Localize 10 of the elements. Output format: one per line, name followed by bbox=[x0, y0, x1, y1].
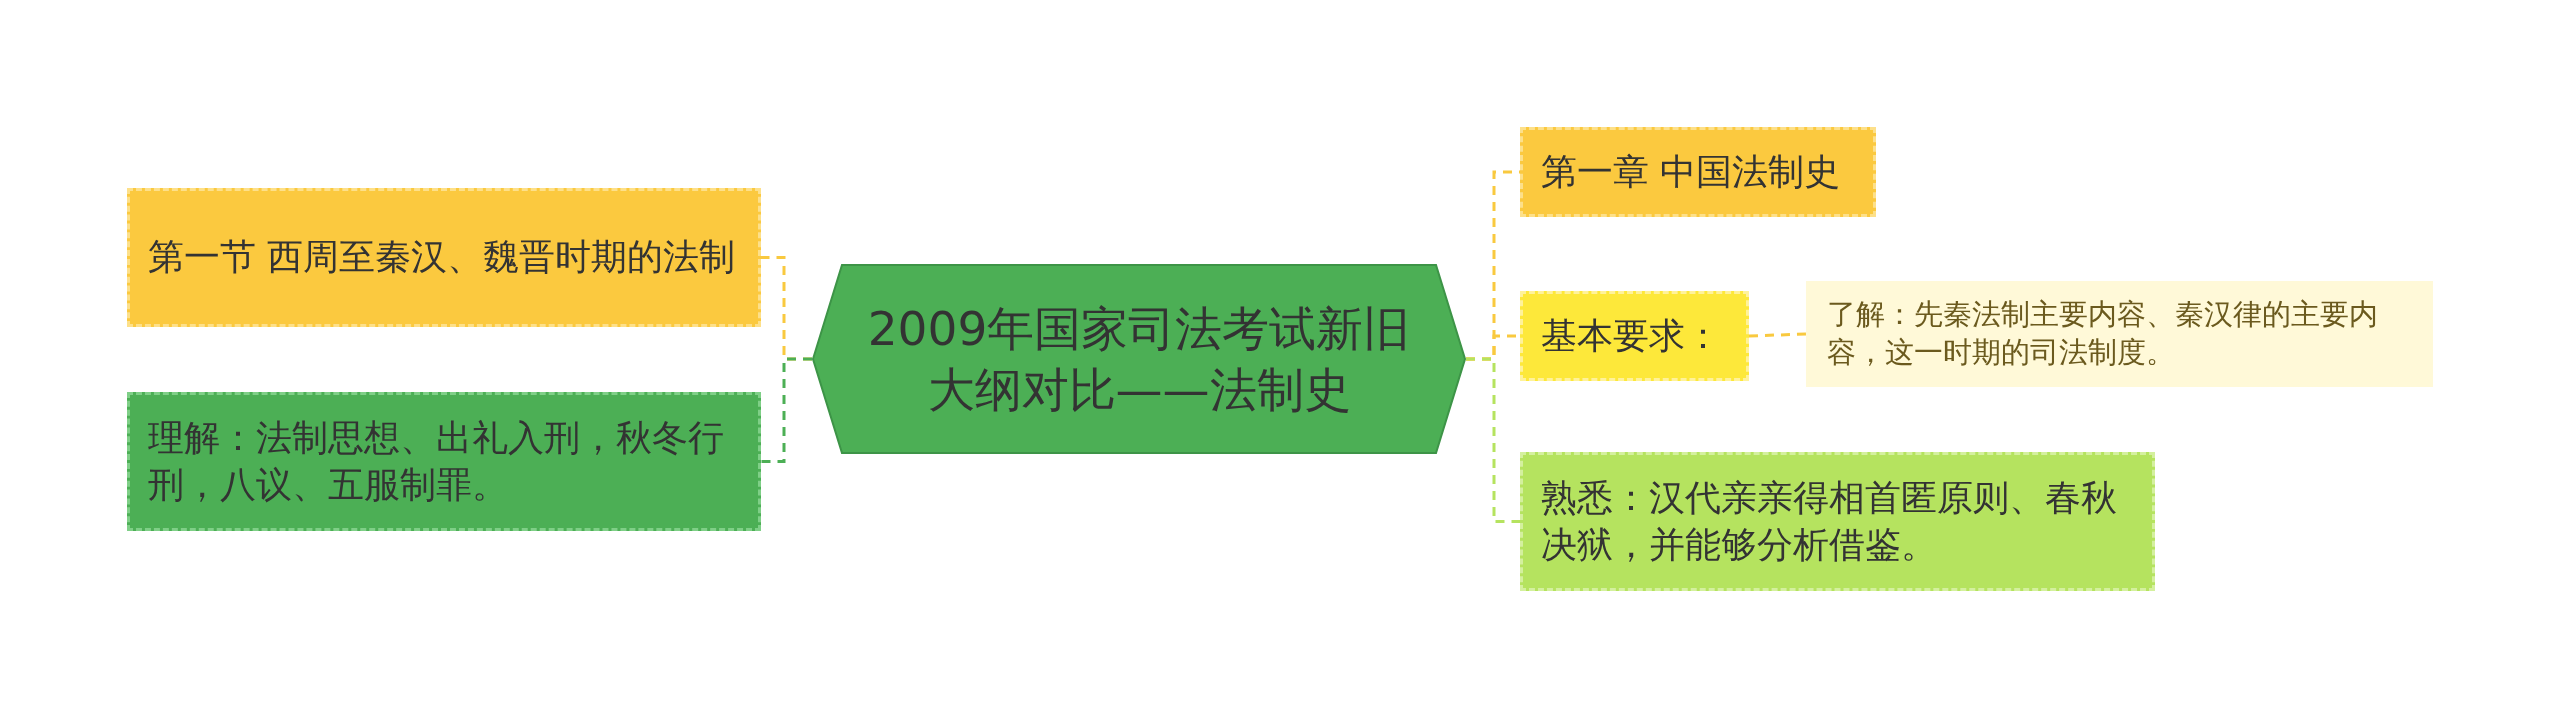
topic-box: 熟悉：汉代亲亲得相首匿原则、春秋决狱，并能够分析借鉴。 bbox=[1520, 452, 2155, 591]
topic-box: 第一节 西周至秦汉、魏晋时期的法制 bbox=[127, 188, 761, 327]
topic-box: 理解：法制思想、出礼入刑，秋冬行刑，八议、五服制罪。 bbox=[127, 392, 761, 531]
connector-line bbox=[1748, 332, 1807, 338]
connector-line bbox=[761, 357, 812, 463]
topic-box: 第一章 中国法制史 bbox=[1520, 127, 1876, 217]
note-box: 了解：先秦法制主要内容、秦汉律的主要内容，这一时期的司法制度。 bbox=[1806, 281, 2433, 387]
connector-line bbox=[1466, 357, 1520, 523]
topic-box: 基本要求： bbox=[1520, 291, 1749, 381]
central-topic: 2009年国家司法考试新旧大纲对比——法制史 bbox=[812, 264, 1466, 454]
